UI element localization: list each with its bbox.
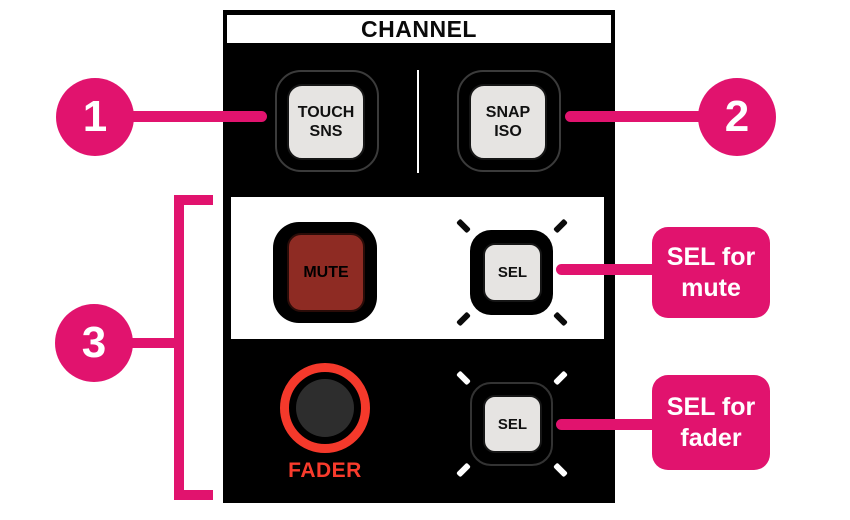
callout-2-leader-line xyxy=(565,111,737,122)
touch-sns-label-line1: TOUCH xyxy=(297,104,355,121)
mute-button-label: MUTE xyxy=(303,263,349,281)
callout-2-number: 2 xyxy=(724,92,750,141)
callout-3-badge: 3 xyxy=(55,304,133,382)
callout-3-bracket-top-arm xyxy=(174,195,213,205)
sel-for-mute-line1: SEL for xyxy=(666,242,756,271)
sel-for-fader-label: SEL for fader xyxy=(652,375,770,470)
sel-for-fader-leader-line xyxy=(556,419,660,430)
touch-sns-label-line2: SNS xyxy=(309,123,343,140)
callout-1-leader-line xyxy=(95,111,267,122)
snap-iso-label-line2: ISO xyxy=(494,123,522,140)
callout-1-badge: 1 xyxy=(56,78,134,156)
sel-fader-button[interactable]: SEL xyxy=(483,395,542,453)
callout-3-connector xyxy=(94,338,184,348)
callout-3-bracket-bottom-arm xyxy=(174,490,213,500)
sel-for-fader-line2: fader xyxy=(680,423,742,452)
panel-divider-line xyxy=(417,70,419,173)
channel-header: CHANNEL xyxy=(227,15,611,43)
callout-1-number: 1 xyxy=(82,92,108,141)
sel-for-mute-label: SEL for mute xyxy=(652,227,770,318)
snap-iso-button[interactable]: SNAP ISO xyxy=(469,84,547,160)
snap-iso-label-line1: SNAP xyxy=(485,104,531,121)
sel-for-fader-line1: SEL for xyxy=(666,392,756,421)
channel-header-label: CHANNEL xyxy=(361,15,477,42)
fader-knob-ring xyxy=(280,363,370,453)
sel-mute-button-label: SEL xyxy=(497,264,528,281)
mute-button[interactable]: MUTE xyxy=(287,233,365,312)
fader-knob[interactable] xyxy=(296,379,354,437)
sel-for-mute-line2: mute xyxy=(681,273,741,302)
touch-sns-button[interactable]: TOUCH SNS xyxy=(287,84,365,160)
sel-fader-button-label: SEL xyxy=(497,415,528,433)
callout-2-badge: 2 xyxy=(698,78,776,156)
sel-for-mute-leader-line xyxy=(556,264,660,275)
fader-label: FADER xyxy=(288,459,362,482)
sel-mute-button[interactable]: SEL xyxy=(483,243,542,302)
callout-3-number: 3 xyxy=(81,318,107,367)
